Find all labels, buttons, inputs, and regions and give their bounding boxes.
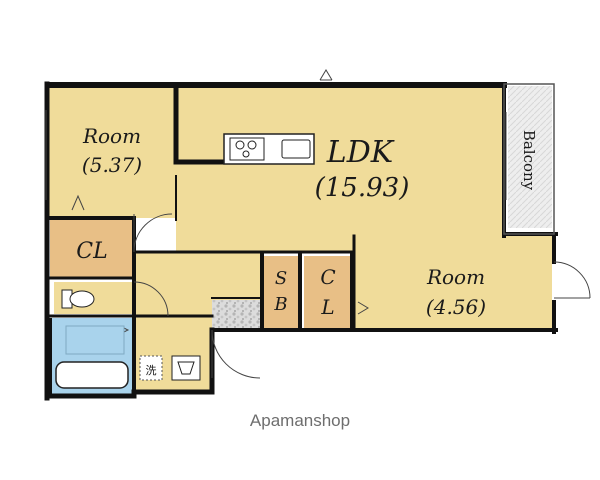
basin-bowl (177, 361, 195, 375)
closet-center-floor (304, 256, 352, 328)
closet-center-label-1: C (320, 265, 335, 289)
toilet (61, 289, 95, 309)
balcony-outline (503, 83, 555, 235)
bathtub (55, 361, 129, 389)
balcony-label: Balcony (520, 130, 538, 191)
kitchen-counter (223, 133, 315, 165)
laundry-label: 洗 (146, 364, 157, 377)
entrance-floor (212, 300, 260, 330)
walls (44, 81, 558, 401)
room-east-size: (4.56) (426, 295, 486, 319)
washer-space (139, 355, 163, 381)
wash-basin (171, 355, 201, 381)
ldk-name: LDK (326, 135, 395, 170)
ldk-size: (15.93) (315, 173, 410, 203)
doors (71, 69, 591, 379)
watermark: Apamanshop (250, 411, 350, 430)
closet-west-label: CL (76, 239, 107, 264)
bath-wash-area (65, 325, 125, 355)
room-west-name: Room (82, 124, 141, 148)
shoe-box-floor (262, 256, 298, 328)
closet-west-floor (50, 220, 134, 278)
room-east-name: Room (426, 265, 485, 289)
shoe-box-label-1: S (275, 268, 287, 289)
room-west-size: (5.37) (82, 153, 142, 177)
balcony-floor (508, 86, 552, 228)
room-east-floor (354, 236, 552, 332)
ldk-floor (176, 86, 502, 252)
shoe-box-label-2: B (273, 294, 287, 315)
room-west-floor (48, 86, 176, 218)
closet-center-label-2: L (320, 295, 334, 319)
